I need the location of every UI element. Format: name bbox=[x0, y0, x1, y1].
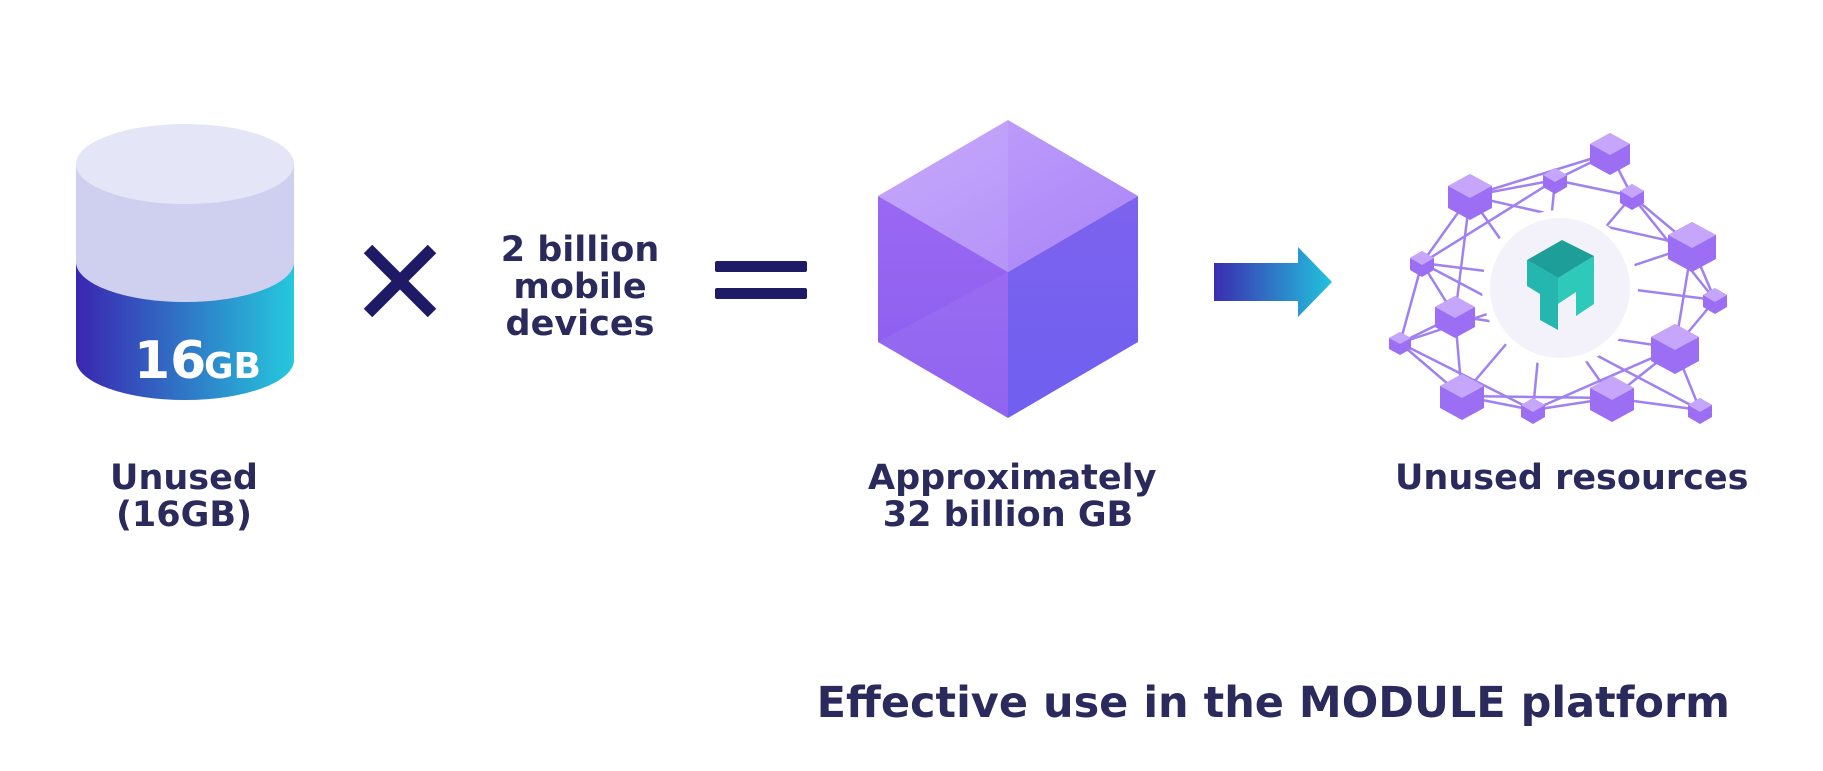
network-icon bbox=[1380, 128, 1730, 433]
network-label: Unused resources bbox=[1395, 458, 1749, 498]
cube-icon bbox=[876, 118, 1140, 420]
multiply-icon bbox=[362, 244, 438, 318]
multiplier-label: 2 billion mobile devices bbox=[470, 232, 690, 343]
database-label-line2: (16GB) bbox=[115, 495, 253, 535]
multiplier-line1: 2 billion bbox=[500, 230, 660, 270]
database-capacity-unit: GB bbox=[204, 346, 261, 387]
arrow-right-icon bbox=[1214, 247, 1332, 317]
platform-tagline: Effective use in the MODULE platform bbox=[816, 678, 1730, 728]
total-label: Approximately 32 billion GB bbox=[868, 458, 1157, 535]
database-icon: 16 GB bbox=[74, 122, 296, 420]
database-capacity-number: 16 bbox=[134, 331, 206, 391]
multiplier-line2: mobile bbox=[513, 267, 647, 307]
equals-icon bbox=[715, 261, 807, 303]
module-logo-icon bbox=[1527, 240, 1594, 330]
database-label-line1: Unused bbox=[110, 458, 258, 498]
database-label: Unused (16GB) bbox=[84, 460, 284, 534]
total-label-line1: Approximately bbox=[868, 458, 1157, 498]
multiplier-line3: devices bbox=[505, 304, 655, 344]
total-label-line2: 32 billion GB bbox=[882, 495, 1134, 535]
